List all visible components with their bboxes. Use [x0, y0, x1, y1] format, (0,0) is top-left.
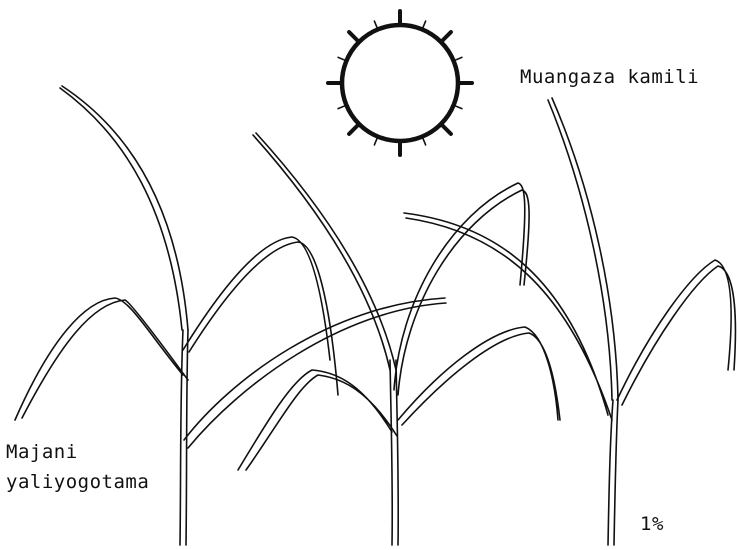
grass-plant-right — [404, 98, 735, 545]
grass-plant-middle — [238, 133, 560, 545]
leaf-right-tall — [548, 98, 618, 400]
leaf-left-tall — [60, 86, 188, 330]
leaf-middle-right — [398, 327, 560, 425]
sun-ray — [349, 32, 359, 42]
leaf-left-arch — [183, 237, 338, 395]
full-light-label: Muangaza kamili — [520, 66, 699, 88]
leaf-middle-droop — [238, 370, 397, 470]
bent-leaves-label-line2: yaliyogotama — [6, 467, 149, 497]
leaf-right-droop — [617, 260, 735, 405]
leaf-left-droop — [15, 298, 188, 420]
bent-leaves-label-line1: Majani — [6, 437, 149, 467]
sun-ray — [441, 124, 451, 134]
bent-leaves-label: Majani yaliyogotama — [6, 437, 149, 497]
sun-ray — [349, 124, 359, 134]
sun-rays — [328, 11, 472, 155]
sun-icon — [328, 11, 472, 155]
stem-right — [608, 400, 618, 545]
sun-ray — [441, 32, 451, 42]
leaf-right-arch — [404, 213, 612, 420]
percent-label: 1% — [640, 513, 664, 535]
